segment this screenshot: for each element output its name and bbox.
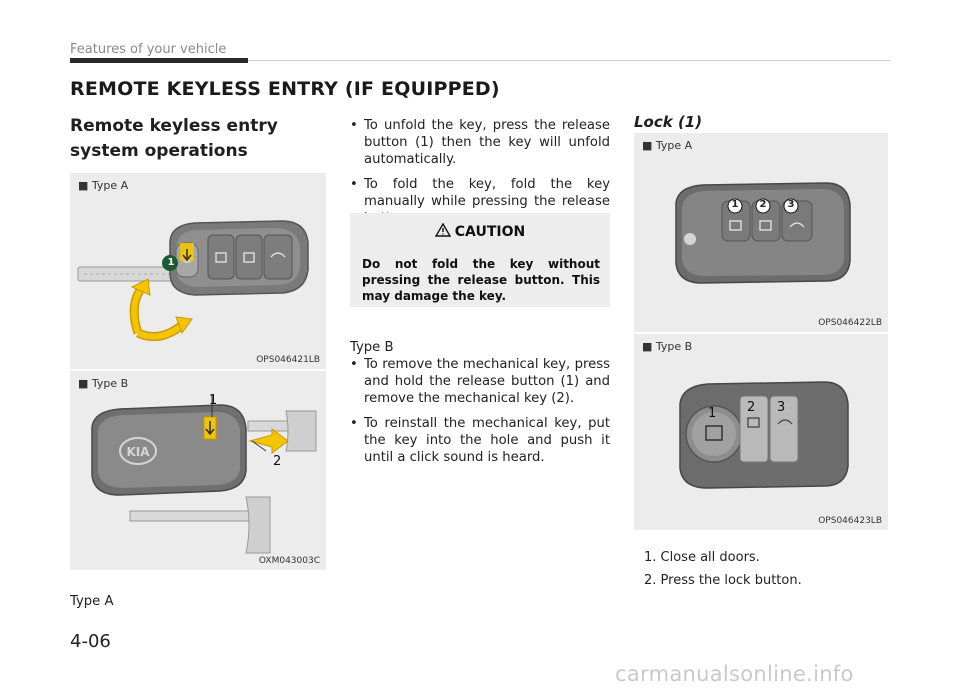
bullet-text: To remove the mechanical key, press and … (364, 357, 610, 406)
bullet-dot: • (350, 118, 358, 133)
bullet-text: To reinstall the mechanical key, put the… (364, 416, 610, 465)
bullet-text: To fold the key, fold the key manually w… (364, 177, 610, 226)
figure-type-b-key: ■ Type B KIA 1 2 OXM043003C (70, 371, 326, 570)
section-title: REMOTE KEYLESS ENTRY (IF EQUIPPED) (70, 78, 500, 100)
watermark: carmanualsonline.info (615, 662, 854, 686)
figure-code: OPS046423LB (818, 516, 882, 526)
bullet-item: • To reinstall the mechanical key, put t… (350, 415, 610, 466)
smart-key-illustration: KIA (91, 395, 317, 554)
type-b-label: Type B (350, 340, 394, 355)
header-rule (248, 60, 890, 61)
bullet-item: • To fold the key, fold the key manually… (350, 176, 610, 227)
bullet-dot: • (350, 357, 358, 372)
button-number-3: 3 (777, 400, 786, 415)
caution-heading: CAUTION (350, 222, 610, 240)
button-number-1: 1 (731, 199, 739, 210)
figure-caption: ■ Type A (642, 139, 693, 152)
callout-1: 1 (209, 393, 218, 408)
subheading: Remote keyless entry system operations (70, 116, 278, 161)
type-b-section: Type B • To remove the mechanical key, p… (350, 339, 610, 466)
bullet-dot: • (350, 177, 358, 192)
svg-text:KIA: KIA (126, 445, 150, 459)
bullet-dot: • (350, 416, 358, 431)
bullet-item: • To remove the mechanical key, press an… (350, 356, 610, 407)
header-bar (70, 58, 248, 63)
key-fob-b-illustration (679, 381, 849, 489)
bullet-item: • To unfold the key, press the release b… (350, 117, 610, 168)
caution-title: CAUTION (454, 224, 526, 240)
figure-code: OPS046421LB (256, 355, 320, 365)
running-header: Features of your vehicle (70, 42, 227, 57)
caution-box: CAUTION Do not fold the key without pres… (350, 213, 610, 307)
callout-1: 1 (167, 257, 175, 268)
figure-caption: ■ Type B (78, 377, 129, 390)
type-a-label: Type A (70, 594, 114, 609)
bullet-text: To unfold the key, press the release but… (364, 118, 610, 167)
figure-caption: ■ Type A (78, 179, 129, 192)
figure-lock-type-a: ■ Type A 1 2 3 OPS046422LB (634, 133, 888, 332)
callout-2: 2 (273, 454, 282, 469)
folding-key-illustration (77, 220, 309, 342)
figure-code: OPS046422LB (818, 318, 882, 328)
step-1: 1. Close all doors. (644, 550, 760, 565)
figure-caption: ■ Type B (642, 340, 693, 353)
figure-lock-type-b: ■ Type B 1 2 3 OPS046423LB (634, 334, 888, 530)
lock-heading: Lock (1) (634, 113, 703, 131)
figure-type-a-key: ■ Type A 1 OPS046421LB (70, 173, 326, 369)
key-fob-a-illustration (675, 182, 851, 284)
warning-triangle-icon (434, 222, 451, 237)
button-number-2: 2 (759, 199, 767, 210)
type-a-bullets: • To unfold the key, press the release b… (350, 117, 610, 227)
page-number: 4-06 (70, 631, 111, 652)
button-number-2: 2 (747, 400, 756, 415)
caution-text: Do not fold the key without pressing the… (362, 257, 600, 303)
button-number-1: 1 (708, 406, 717, 421)
button-number-3: 3 (787, 199, 795, 210)
step-2: 2. Press the lock button. (644, 573, 802, 588)
figure-code: OXM043003C (258, 556, 320, 566)
